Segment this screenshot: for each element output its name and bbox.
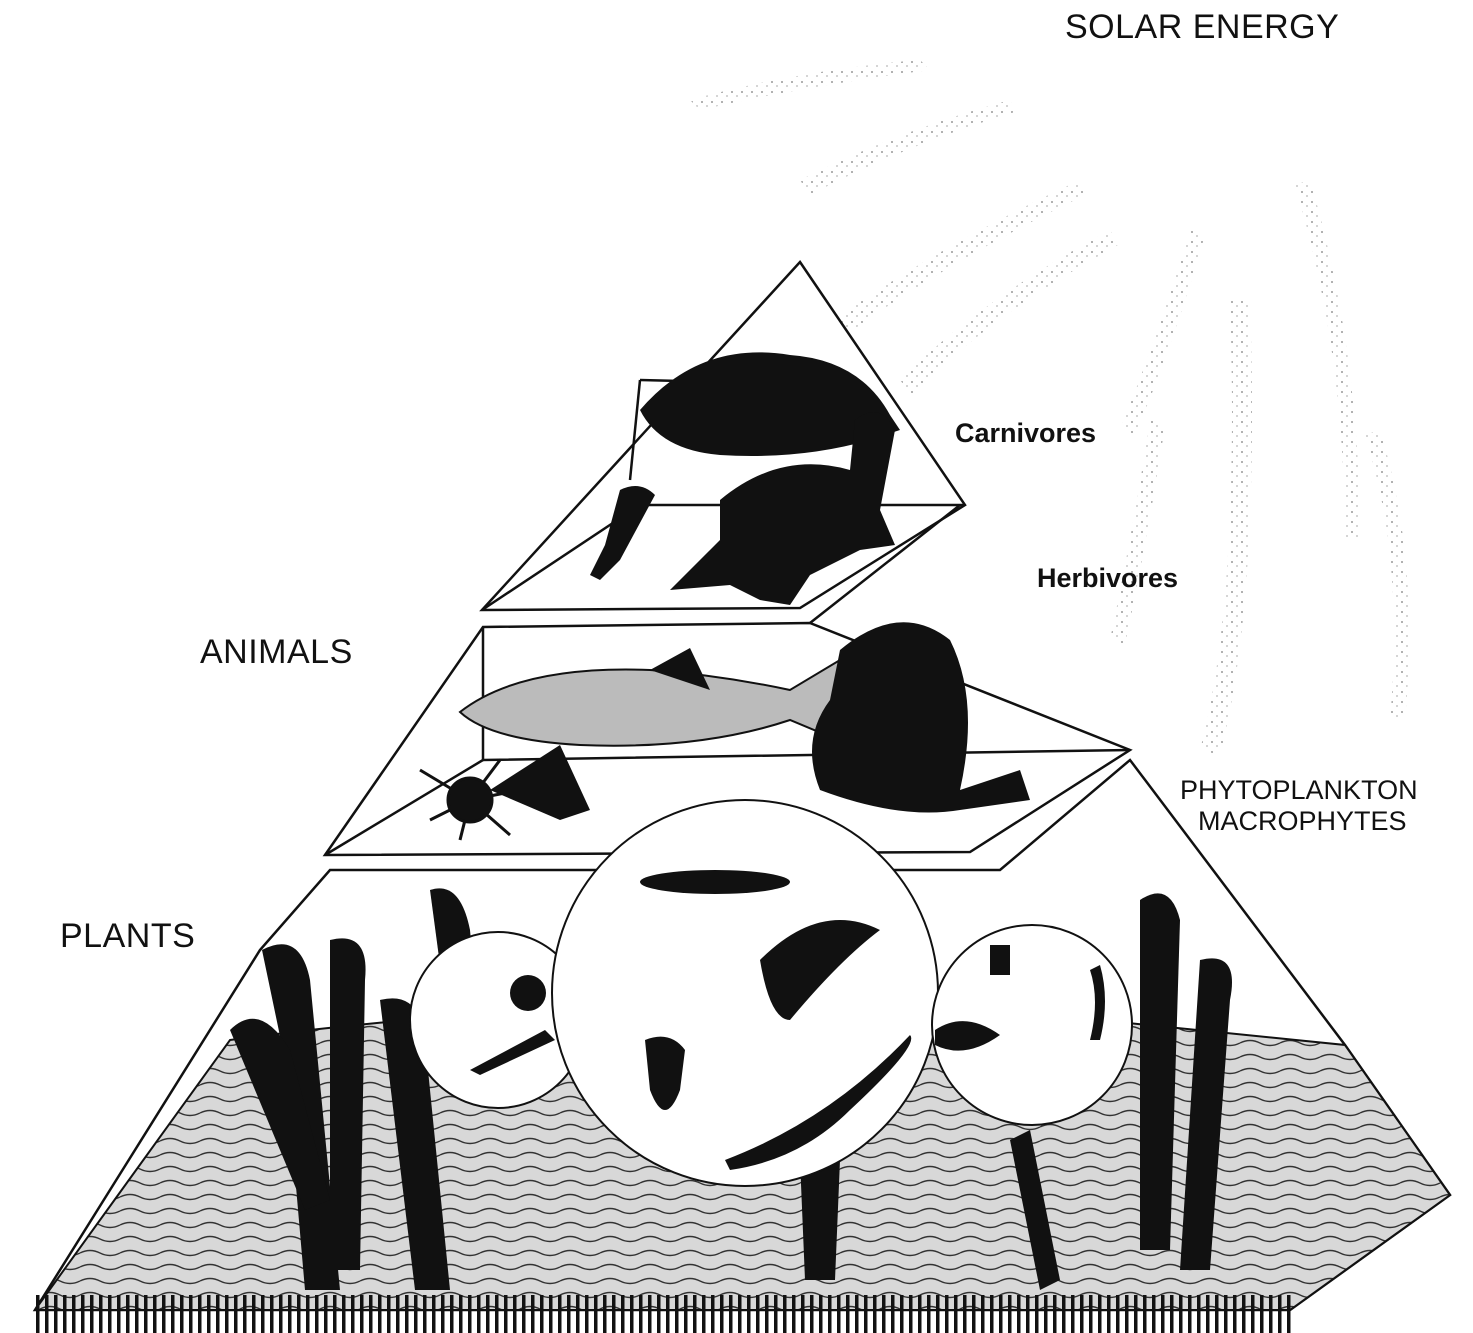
animals-label: ANIMALS	[200, 633, 353, 672]
macrophytes-label: MACROPHYTES	[1198, 806, 1407, 836]
sediment-base-icon	[35, 1295, 1295, 1333]
plants-label: PLANTS	[60, 917, 195, 956]
phytoplankton-label: PHYTOPLANKTON	[1180, 775, 1418, 805]
carnivores-label: Carnivores	[955, 418, 1096, 449]
solar-energy-label: SOLAR ENERGY	[1065, 8, 1339, 47]
herbivores-label: Herbivores	[1037, 563, 1178, 594]
